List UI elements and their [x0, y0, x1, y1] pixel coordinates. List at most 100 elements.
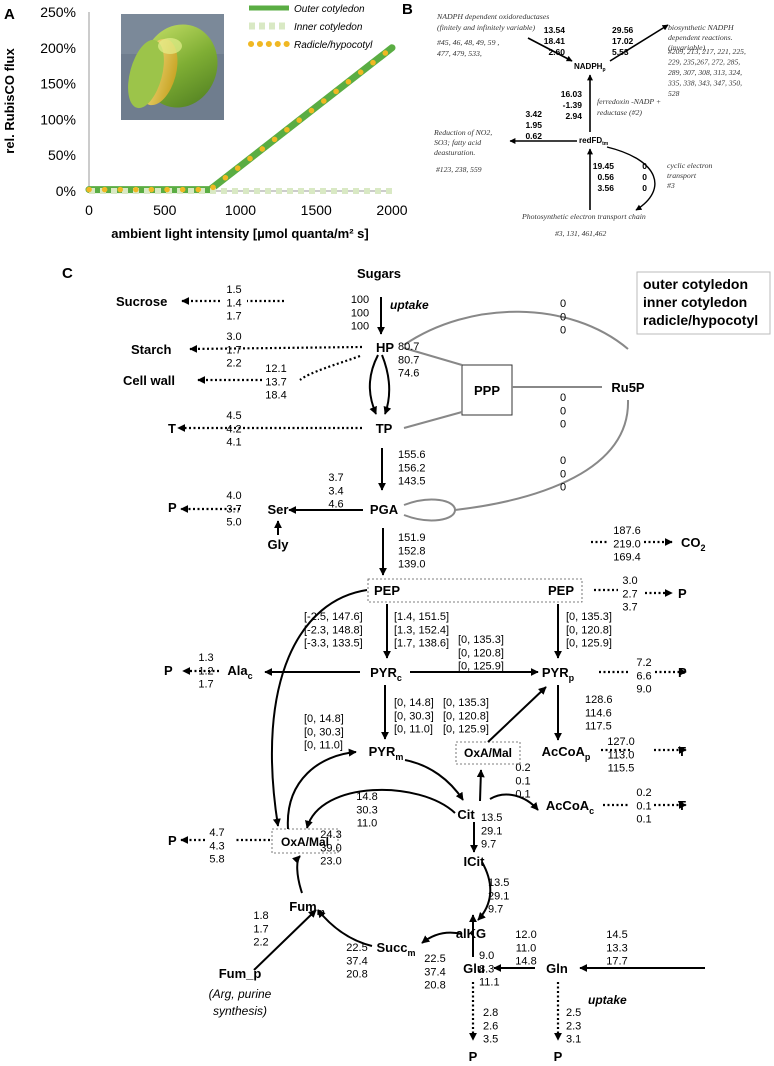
p-pep-label: P: [678, 586, 687, 601]
flux-value-pep_pyrp: [0, 135.3]: [566, 611, 612, 623]
flux-value-pep_pyrp: [0, 125.9]: [566, 638, 612, 650]
flux-value-pga_ser: 3.4: [328, 485, 343, 497]
x-tick-label: 2000: [376, 202, 407, 218]
flux-value-pep_p: 2.7: [622, 588, 637, 600]
flux-value-oxa_pyrm: [0, 11.0]: [304, 740, 343, 752]
flux-value-ru5p_top: 0: [560, 325, 566, 337]
t-acoac-label: T: [678, 798, 686, 813]
flux-value-pga_ru5p: 0: [560, 482, 566, 494]
flux-value-succ_fum: 22.5: [346, 942, 367, 954]
flux-value-oxa_pyrp: [0, 120.8]: [443, 710, 489, 722]
flux-value-pga_pep: 151.9: [398, 532, 426, 544]
succm-label: Succm: [376, 940, 415, 958]
x-tick-label: 1000: [225, 202, 256, 218]
y-tick-label: 100%: [40, 111, 76, 127]
annotation-line: NADPH dependent oxidoreductases: [436, 12, 549, 21]
panel-c-label: C: [62, 265, 73, 282]
annotation-line: dependent reactions.: [668, 33, 733, 42]
legend-outer-cotyledon: outer cotyledon: [643, 276, 748, 292]
pyrp-label: PYRp: [542, 665, 575, 683]
flux-value-oxa_pyrp: [0, 125.9]: [443, 724, 489, 736]
flux-value-fum_oxa: 23.0: [320, 856, 341, 868]
flux-value-glu_akg: 11.1: [479, 977, 500, 989]
legend-outer: Outer cotyledon: [294, 4, 365, 15]
flux-value-cellwall: 12.1: [265, 363, 286, 375]
flux-value-pep_oxa: [-3.3, 133.5]: [304, 638, 363, 650]
flux-value-gln_uptake: 14.5: [606, 929, 627, 941]
flux-value-pep_pyrc: [1.3, 152.4]: [394, 624, 449, 636]
seed-image: [121, 14, 224, 120]
flux-value-pyrm_cit: 14.8: [356, 791, 377, 803]
flux-value-acoap_t: 113.0: [608, 749, 635, 761]
flux-value-fump_fum: 1.7: [253, 923, 268, 935]
uptake-label: uptake: [390, 298, 429, 312]
ppp-label: PPP: [474, 383, 500, 398]
flux-value: -1.39: [563, 100, 583, 110]
akg-label: alKG: [456, 926, 486, 941]
t-acoap-label: T: [678, 744, 686, 759]
flux-value-acoac_t: 0.1: [636, 814, 651, 826]
flux-value-fump_fum: 1.8: [253, 910, 268, 922]
oxamal-box: [271, 828, 339, 854]
annotation-line: 477, 479, 533,: [437, 49, 482, 58]
y-tick-label: 150%: [40, 76, 76, 92]
sucrose-label: Sucrose: [116, 294, 167, 309]
flux-value: 0: [642, 172, 647, 182]
flux-value: 0.56: [597, 172, 614, 182]
flux-value-pyrp_p: 6.6: [636, 670, 651, 682]
legend-inner-cotyledon: inner cotyledon: [643, 294, 747, 310]
flux-value-cit_oxa: 0.2: [515, 762, 530, 774]
t-label: T: [168, 421, 176, 436]
ru5p-label: Ru5P: [611, 380, 645, 395]
flux-value-pyrc_pyrp: [0, 120.8]: [458, 647, 504, 659]
flux-value-pyrp_p: 9.0: [636, 684, 651, 696]
flux-value-akg_succ: 20.8: [424, 980, 445, 992]
flux-value-icit_akg: 29.1: [488, 890, 509, 902]
panel-c: C outer cotyledon inner cotyledon radicl…: [62, 265, 771, 1064]
glu-label: Glu: [463, 961, 485, 976]
annotation-line: 528: [668, 89, 680, 98]
flux-value-sucrose: 1.5: [226, 284, 241, 296]
p-pyrp-label: P: [678, 665, 687, 680]
flux-value-glu_p: 2.8: [483, 1007, 498, 1019]
y-axis-title: rel. RubisCO flux: [2, 48, 17, 154]
annotation-line: Reduction of NO2,: [433, 128, 492, 137]
flux-value-pyrc_pyrp: [0, 135.3]: [458, 634, 504, 646]
annotation-line: #3: [667, 181, 675, 190]
flux-value-pyrc_pyrm: [0, 14.8]: [394, 697, 434, 709]
flux-value-sucrose: 1.4: [226, 297, 241, 309]
flux-value: 3.42: [525, 109, 542, 119]
ser-label: Ser: [268, 502, 289, 517]
flux-value-starch: 2.2: [226, 358, 241, 370]
arrow-nadph-biosynth: [609, 24, 669, 62]
fump-note: (Arg, purine: [209, 987, 272, 1001]
p-oxa-label: P: [168, 833, 177, 848]
p-ser-label: P: [168, 500, 177, 515]
flux-value-ala: 1.7: [198, 679, 213, 691]
flux-value-ala: 1.2: [198, 665, 213, 677]
flux-value-co2: 187.6: [613, 525, 641, 537]
flux-value-ser_p: 4.0: [226, 490, 241, 502]
flux-value-pep_p: 3.0: [622, 575, 637, 587]
flux-value-ser_p: 5.0: [226, 517, 241, 529]
flux-value-co2: 169.4: [613, 552, 641, 564]
flux-value-pep_pyrp: [0, 120.8]: [566, 624, 612, 636]
x-tick-label: 0: [85, 202, 93, 218]
flux-value-ppp_ru5p: 0: [560, 405, 566, 417]
flux-value-cit_oxa: 0.1: [515, 775, 530, 787]
flux-value-succ_fum: 37.4: [346, 955, 367, 967]
annotation-line: biosynthetic NADPH: [668, 23, 734, 32]
flux-value-acoap_t: 127.0: [607, 736, 635, 748]
flux-value-ru5p_top: 0: [560, 298, 566, 310]
flux-value-oxa_pyrm: [0, 30.3]: [304, 726, 344, 738]
chart-series: [85, 44, 396, 194]
export-arrows: [177, 297, 687, 1041]
oxamal-top-label: OxA/Mal: [464, 746, 512, 760]
x-axis-title: ambient light intensity [µmol quanta/m² …: [111, 226, 368, 241]
flux-value-gln_p: 3.1: [566, 1034, 581, 1046]
p-ala-label: P: [164, 663, 173, 678]
flux-value-pga_pep: 152.8: [398, 545, 426, 557]
flux-value-oxa_p: 4.7: [209, 827, 224, 839]
flux-value-oxa_p: 4.3: [209, 840, 224, 852]
